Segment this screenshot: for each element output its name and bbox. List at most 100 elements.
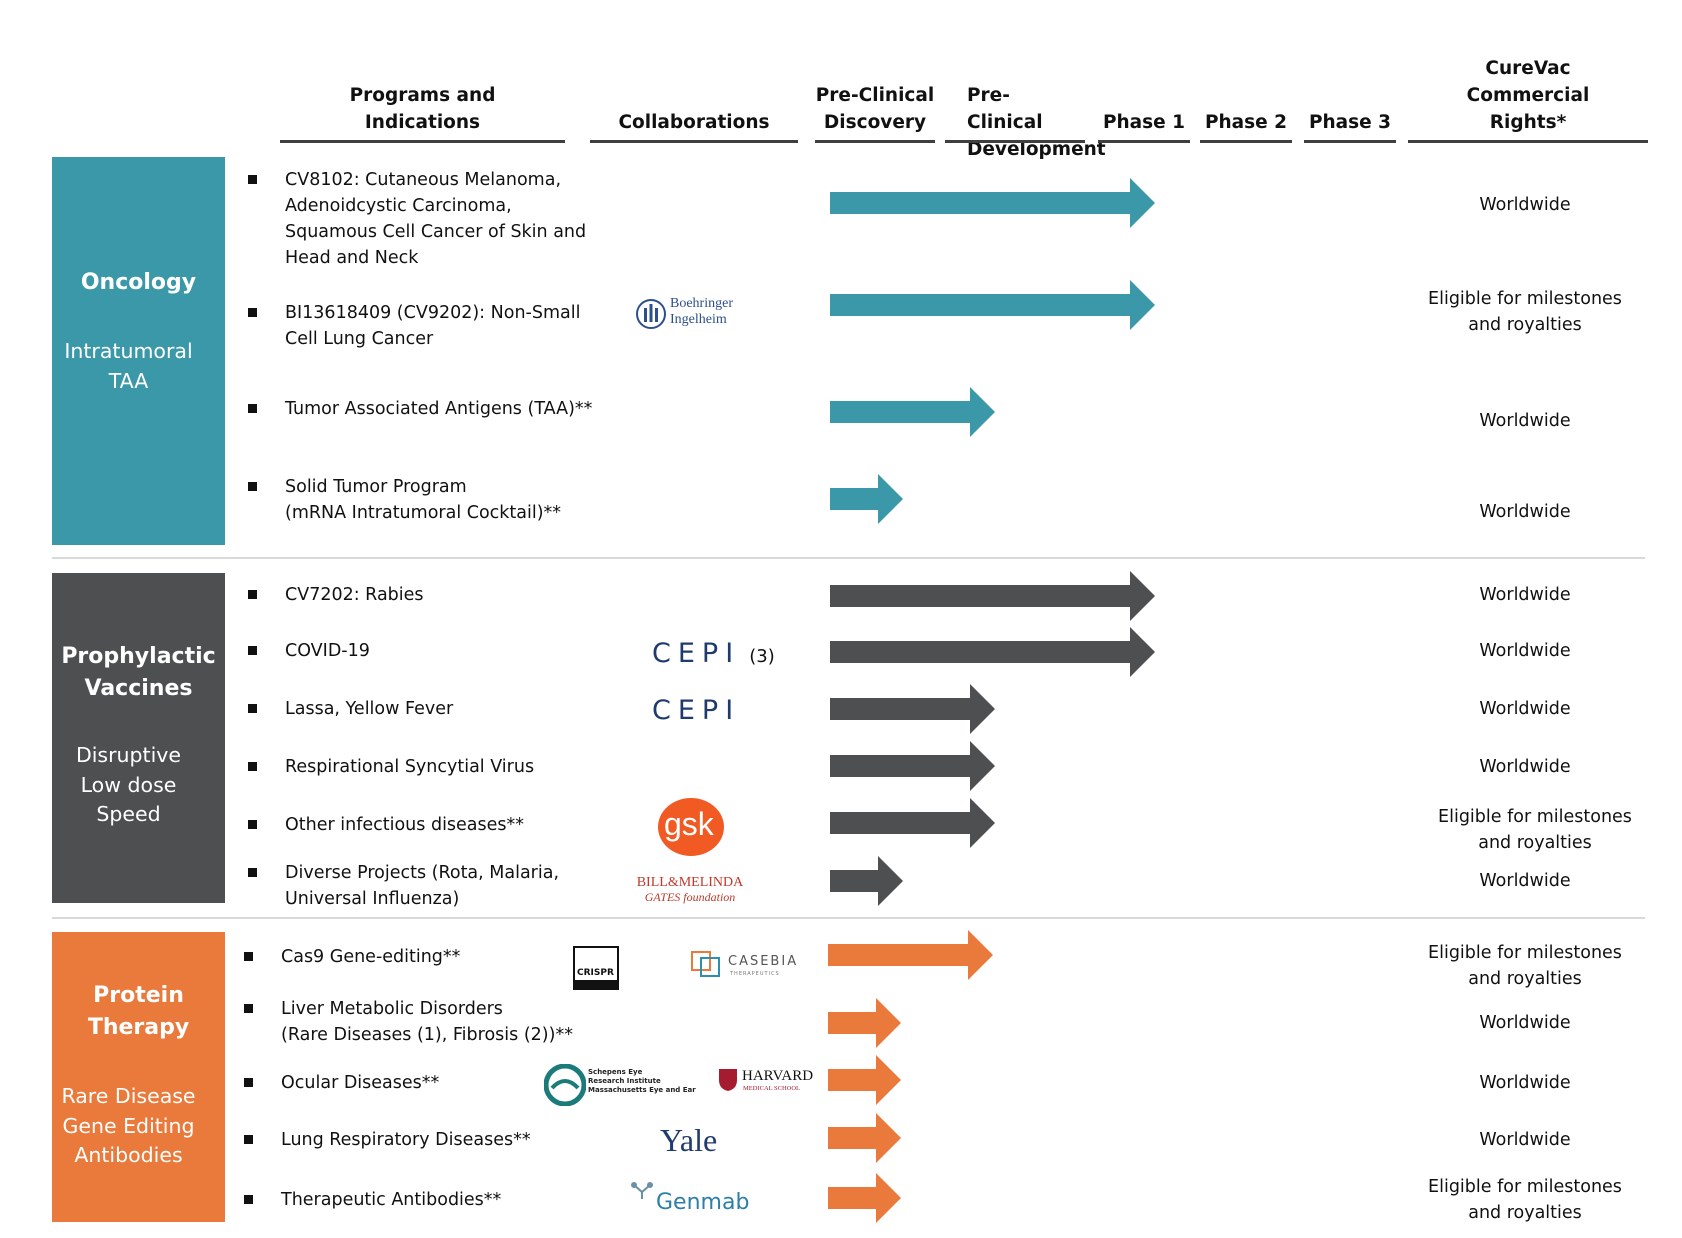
- commercial-rights: Eligible for milestones and royalties: [1428, 1177, 1622, 1223]
- bullet: [248, 762, 257, 771]
- bullet: [248, 590, 257, 599]
- bullet: [244, 1195, 253, 1204]
- gates-line-1: BILL&MELINDA: [636, 875, 744, 890]
- bullet: [248, 175, 257, 184]
- commercial-rights: Worldwide: [1479, 502, 1571, 522]
- program-name: Other infectious diseases**: [285, 815, 525, 835]
- program-name: Lung Respiratory Diseases**: [281, 1130, 531, 1150]
- header-rule-collaborations: [590, 140, 798, 143]
- schepens-text: Schepens Eye Research Institute Massachu…: [588, 1068, 696, 1094]
- category-prophylactic-vaccines: Prophylactic Vaccines Disruptive Low dos…: [52, 573, 225, 903]
- bullet: [248, 404, 257, 413]
- bullet: [248, 868, 257, 877]
- stage-arrow: [830, 280, 1155, 330]
- boehringer-ingelheim-logo: Boehringer Ingelheim: [636, 296, 751, 332]
- stage-arrow: [828, 1055, 901, 1105]
- stage-arrow: [828, 998, 901, 1048]
- commercial-rights: Worldwide: [1479, 1130, 1571, 1150]
- commercial-rights: Worldwide: [1479, 411, 1571, 431]
- header-phase-2: Phase 2: [1204, 112, 1288, 133]
- commercial-rights: Eligible for milestones and royalties: [1428, 289, 1622, 335]
- yale-logo: Yale: [660, 1122, 718, 1158]
- commercial-rights: Worldwide: [1479, 757, 1571, 777]
- header-rule-programs: [280, 140, 565, 143]
- program-name: Therapeutic Antibodies**: [281, 1190, 502, 1210]
- commercial-rights: Worldwide: [1479, 699, 1571, 719]
- harvard-logo: HARVARD MEDICAL SCHOOL: [718, 1068, 823, 1098]
- crispr-text: CRISPR: [577, 968, 614, 978]
- crispr-bar: [575, 980, 617, 988]
- commercial-rights: Worldwide: [1479, 195, 1571, 215]
- category-oncology: Oncology Intratumoral TAA: [52, 157, 225, 545]
- commercial-rights: Worldwide: [1479, 1073, 1571, 1093]
- stage-arrow: [830, 741, 995, 791]
- header-rule-discovery: [815, 140, 935, 143]
- header-rule-rights: [1408, 140, 1648, 143]
- stage-arrow: [830, 474, 903, 524]
- casebia-icon: [691, 951, 720, 977]
- stage-arrow: [830, 387, 995, 437]
- casebia-logo: CASEBIA THERAPEUTICS: [690, 946, 805, 982]
- program-name: Lassa, Yellow Fever: [285, 699, 454, 719]
- casebia-sub: THERAPEUTICS: [730, 971, 780, 977]
- cepi-logo: CEPI (3): [652, 638, 775, 669]
- gates-line-2: GATES foundation: [644, 890, 736, 904]
- category-title: Prophylactic Vaccines: [61, 644, 216, 701]
- stage-arrow: [830, 571, 1155, 621]
- stage-arrow: [830, 798, 995, 848]
- cepi-text: CEPI: [652, 638, 741, 669]
- cepi-note: (3): [749, 646, 775, 667]
- harvard-sub: MEDICAL SCHOOL: [743, 1085, 800, 1092]
- commercial-rights: Worldwide: [1479, 641, 1571, 661]
- header-rights: CureVac Commercial Rights*: [1466, 58, 1590, 133]
- bullet: [244, 1135, 253, 1144]
- category-title: Protein Therapy: [87, 983, 190, 1040]
- program-name: Tumor Associated Antigens (TAA)**: [285, 399, 593, 419]
- program-name: BI13618409 (CV9202): Non-Small Cell Lung…: [285, 303, 581, 349]
- stage-arrow: [830, 627, 1155, 677]
- program-name: Respirational Syncytial Virus: [285, 757, 535, 777]
- cepi-text: CEPI: [652, 695, 741, 726]
- stage-arrow: [830, 856, 903, 906]
- bullet: [248, 646, 257, 655]
- header-collaborations: Collaborations: [618, 112, 770, 133]
- bullet: [244, 1004, 253, 1013]
- gsk-logo: gsk: [658, 798, 724, 856]
- cepi-logo: CEPI: [652, 695, 740, 726]
- commercial-rights: Eligible for milestones and royalties: [1428, 943, 1622, 989]
- section-separator: [52, 557, 1645, 559]
- bullet: [244, 952, 253, 961]
- stage-arrow: [828, 1173, 901, 1223]
- header-phase-3: Phase 3: [1308, 112, 1392, 133]
- category-subtitle: Intratumoral TAA: [64, 339, 193, 393]
- program-name: CV7202: Rabies: [285, 585, 424, 605]
- stage-arrow: [830, 178, 1155, 228]
- commercial-rights: Worldwide: [1479, 585, 1571, 605]
- gsk-text: gsk: [664, 806, 714, 842]
- program-name: COVID-19: [285, 641, 370, 661]
- header-rule-development: [945, 140, 1085, 143]
- category-protein-therapy: Protein Therapy Rare Disease Gene Editin…: [52, 932, 225, 1222]
- header-rule-phase-3: [1304, 140, 1396, 143]
- genmab-icon: [631, 1182, 653, 1199]
- stage-arrow: [828, 930, 993, 980]
- program-name: CV8102: Cutaneous Melanoma, Adenoidcysti…: [285, 170, 587, 268]
- casebia-text: CASEBIA: [728, 954, 799, 969]
- commercial-rights: Worldwide: [1479, 871, 1571, 891]
- category-subtitle: Rare Disease Gene Editing Antibodies: [61, 1084, 196, 1167]
- header-rule-phase-2: [1200, 140, 1292, 143]
- header-programs: Programs and Indications: [349, 85, 496, 133]
- boehringer-text: Boehringer Ingelheim: [670, 296, 733, 327]
- header-preclinical-discovery: Pre-Clinical Discovery: [815, 85, 935, 133]
- genmab-logo: Genmab: [630, 1180, 750, 1220]
- commercial-rights: Worldwide: [1479, 1013, 1571, 1033]
- boehringer-icon: [636, 299, 666, 329]
- stage-arrow: [830, 684, 995, 734]
- harvard-shield-icon: [719, 1069, 737, 1091]
- program-name: Cas9 Gene-editing**: [281, 947, 461, 967]
- genmab-text: Genmab: [656, 1190, 750, 1215]
- category-title: Oncology: [80, 270, 197, 295]
- header-phase-1: Phase 1: [1102, 112, 1186, 133]
- stage-arrow: [828, 1113, 901, 1163]
- bullet: [248, 704, 257, 713]
